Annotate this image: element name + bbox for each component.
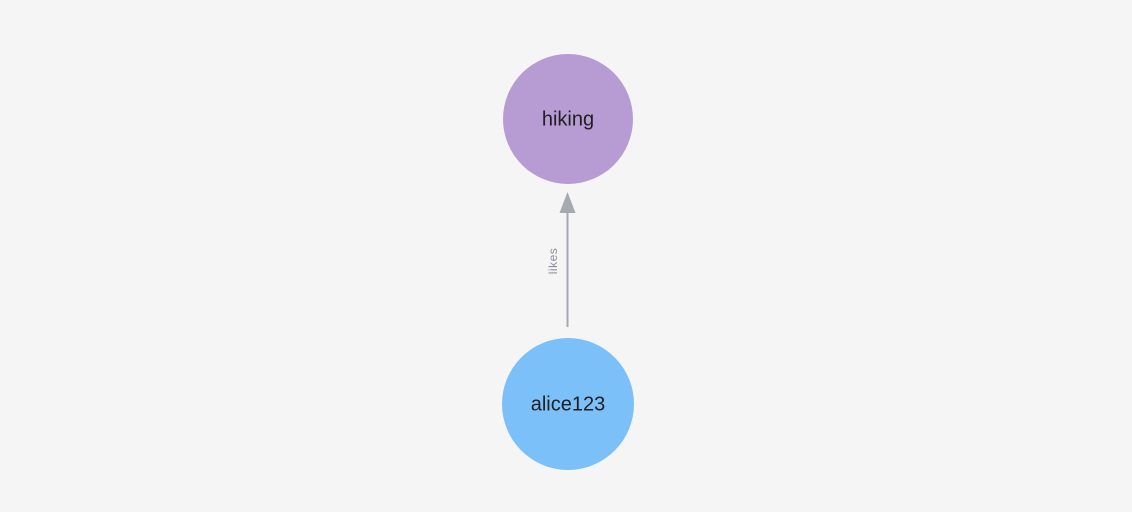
- node-circle-alice123[interactable]: [502, 338, 634, 470]
- edge-likes: likes: [546, 192, 576, 327]
- node-alice123: alice123: [502, 338, 634, 470]
- edge-label: likes: [546, 248, 560, 275]
- node-hiking: hiking: [503, 54, 633, 184]
- edge-arrowhead-icon: [559, 192, 576, 213]
- node-circle-hiking[interactable]: [503, 54, 633, 184]
